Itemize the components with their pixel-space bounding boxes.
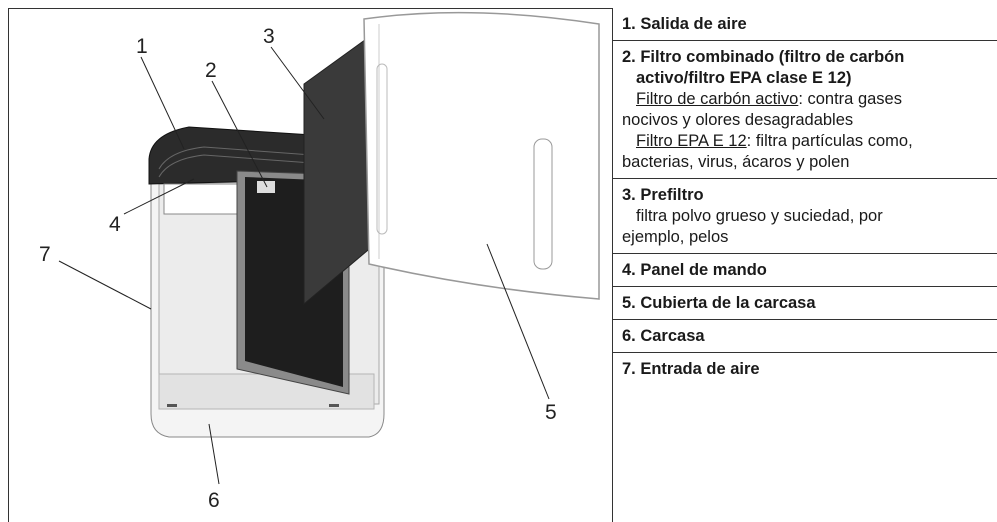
legend-row-7: 7. Entrada de aire — [612, 353, 997, 385]
legend-row-6: 6. Carcasa — [612, 320, 997, 353]
callout-7: 7 — [39, 243, 51, 266]
carbon-filter-text-b: nocivos y olores desagradables — [622, 111, 854, 129]
legend-item-2-sub1: Filtro de carbón activo: contra gases — [622, 89, 991, 110]
epa-filter-label: Filtro EPA E 12 — [636, 132, 747, 150]
legend-item-3-title: 3. Prefiltro — [622, 186, 704, 204]
epa-filter-text-b: bacterias, virus, ácaros y polen — [622, 153, 850, 171]
legend-item-2-title-line1: 2. Filtro combinado (filtro de carbón — [622, 48, 905, 66]
illustration-frame — [8, 8, 613, 522]
callout-3: 3 — [263, 25, 275, 48]
callout-2: 2 — [205, 59, 217, 82]
legend-item-2-sub2: Filtro EPA E 12: filtra partículas como, — [622, 131, 991, 152]
legend-item-4-title: 4. Panel de mando — [622, 261, 767, 279]
carbon-filter-label: Filtro de carbón activo — [636, 90, 799, 108]
legend-item-7-title: 7. Entrada de aire — [622, 360, 760, 378]
legend-row-2: 2. Filtro combinado (filtro de carbón ac… — [612, 41, 997, 179]
legend-item-1-title: 1. Salida de aire — [622, 15, 747, 33]
callout-6: 6 — [208, 489, 220, 512]
legend-row-3: 3. Prefiltro filtra polvo grueso y sucie… — [612, 179, 997, 254]
legend-table: 1. Salida de aire 2. Filtro combinado (f… — [612, 8, 997, 385]
legend-row-5: 5. Cubierta de la carcasa — [612, 287, 997, 320]
legend-item-2-title-line2: activo/filtro EPA clase E 12) — [636, 69, 852, 87]
epa-filter-text-a: : filtra partículas como, — [746, 132, 913, 150]
housing-cover — [363, 11, 600, 300]
callout-4: 4 — [109, 213, 121, 236]
callout-1: 1 — [136, 35, 148, 58]
leader-lines — [58, 46, 550, 485]
legend-row-1: 1. Salida de aire — [612, 8, 997, 41]
exploded-view-illustration: 1 2 3 4 5 6 7 — [39, 11, 600, 512]
legend-row-4: 4. Panel de mando — [612, 254, 997, 287]
legend-item-6-title: 6. Carcasa — [622, 327, 705, 345]
legend-item-5-title: 5. Cubierta de la carcasa — [622, 294, 816, 312]
carbon-filter-text-a: : contra gases — [798, 90, 902, 108]
legend-item-3-line1: filtra polvo grueso y suciedad, por — [636, 207, 883, 225]
legend-item-3-line2: ejemplo, pelos — [622, 228, 729, 246]
callout-5: 5 — [545, 401, 557, 424]
